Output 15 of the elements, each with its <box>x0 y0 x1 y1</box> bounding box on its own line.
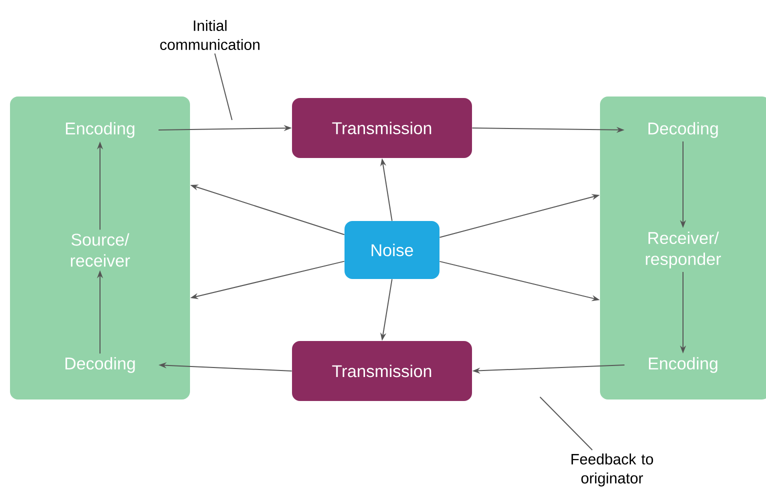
step-label: Receiver/ responder <box>646 232 721 268</box>
annotation-text: Initial communication <box>160 20 260 50</box>
transmission-box: Transmission <box>292 98 472 158</box>
leader-line <box>214 53 232 120</box>
noise-box: Noise <box>344 221 440 279</box>
step-label: Encoding <box>66 122 134 138</box>
step-label: Decoding <box>66 357 135 373</box>
transmission-box: Transmission <box>292 340 472 401</box>
step-label: Source/ receiver <box>70 233 130 267</box>
step-label: Decoding <box>648 122 718 138</box>
panel-box <box>10 96 190 400</box>
leader-line <box>540 396 593 450</box>
panel-box <box>600 96 766 400</box>
annotation-text: Feedback to originator <box>572 454 654 486</box>
step-label: Encoding <box>648 357 718 373</box>
